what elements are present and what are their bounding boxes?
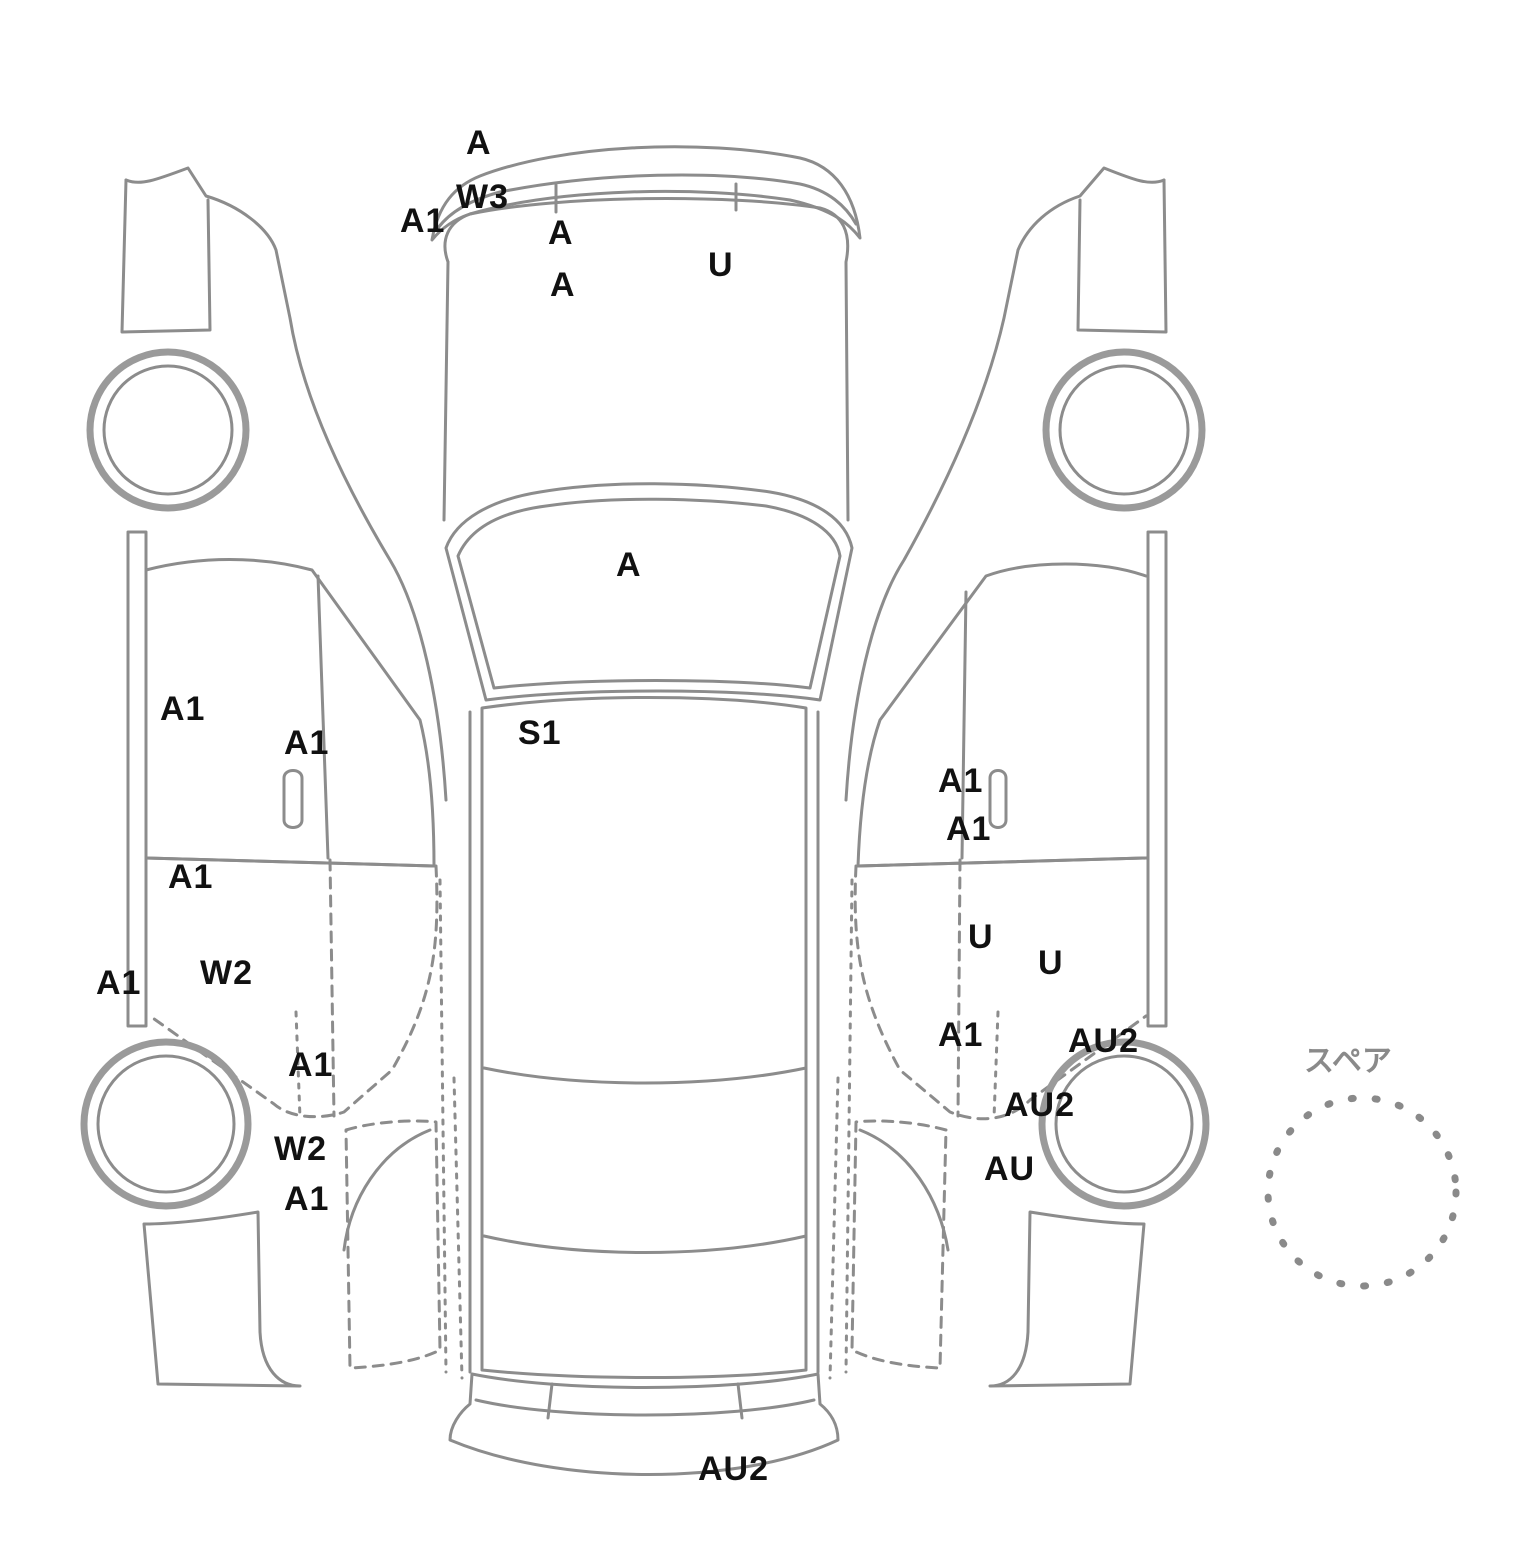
top-view [430,145,862,1476]
mark-left-sill-a1: A1 [96,964,142,1002]
mark-right-rear-door-u-2: U [1038,944,1064,982]
mark-left-pillar-a1: A1 [284,724,330,762]
mark-right-rear-door-u-1: U [968,918,994,956]
mark-rear-bumper-au2: AU2 [698,1450,770,1488]
mark-right-rear-fender-au2-upper: AU2 [1068,1022,1140,1060]
hood-outline [443,197,850,522]
mark-right-rear-door-a1: A1 [938,1016,984,1054]
mark-right-pillar-a1-lower: A1 [946,810,992,848]
mark-right-rear-fender-au: AU [984,1150,1036,1188]
mark-windshield-a: A [616,546,642,584]
mark-front-top-a: A [466,124,492,162]
mark-left-rear-fender-a1: A1 [288,1046,334,1084]
mark-front-a1: A1 [400,202,446,240]
mark-left-rear-w2-upper: W2 [200,954,253,992]
mark-roof-s1: S1 [518,714,562,752]
mark-hood-a-1: A [548,214,574,252]
mark-left-rear-door-a1: A1 [168,858,214,896]
roof-outline [480,696,808,1379]
mark-hood-a-2: A [550,266,576,304]
front-bumper [430,145,862,242]
mark-right-pillar-a1-upper: A1 [938,762,984,800]
right-side-view [828,166,1210,1388]
mark-left-rear-fender-w2: W2 [274,1130,327,1168]
mark-left-front-door-a1: A1 [160,690,206,728]
windshield [444,482,854,702]
rear-bumper [448,1372,840,1476]
mark-hood-u: U [708,246,734,284]
mark-front-w3: W3 [456,178,509,216]
mark-right-rear-fender-au2-lower: AU2 [1004,1086,1076,1124]
spare-tire-icon [1264,1094,1460,1290]
left-side-view [80,166,464,1388]
mark-left-rear-fender-a1-lower: A1 [284,1180,330,1218]
spare-label: スペア [1304,1044,1392,1079]
